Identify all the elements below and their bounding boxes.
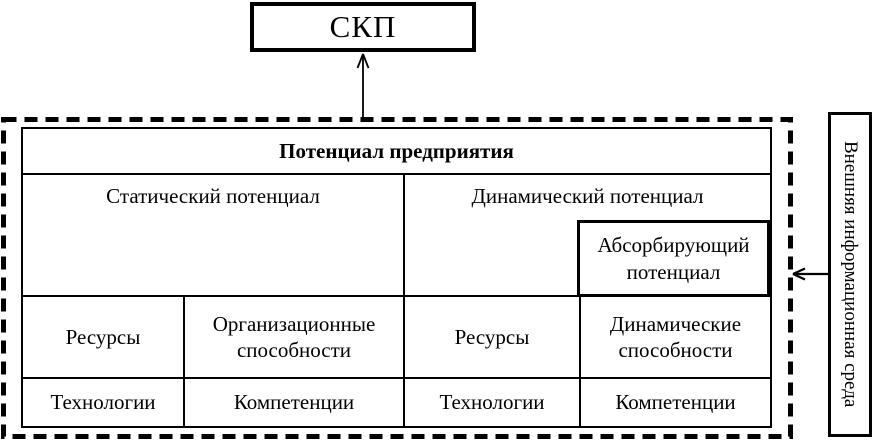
skp-box: СКП <box>250 2 476 52</box>
divider-h-middle <box>23 295 770 297</box>
dynamic-technologies-cell: Технологии <box>439 390 545 415</box>
external-environment-label: Внешняя информационная среда <box>840 141 861 408</box>
up-arrow-icon <box>356 53 370 118</box>
skp-label: СКП <box>329 9 397 44</box>
dashed-frame <box>1 117 793 439</box>
dynamic-potential-label: Динамический потенциал <box>471 184 704 208</box>
dynamic-resources-cell: Ресурсы <box>454 324 530 349</box>
static-technologies-cell: Технологии <box>50 390 156 415</box>
divider-v-center <box>403 173 405 426</box>
dynamic-competencies-cell: Компетенции <box>615 390 736 415</box>
divider-h-bottom <box>23 377 770 379</box>
static-org-capabilities-cell: Организационные способности <box>212 311 376 362</box>
divider-v-left <box>183 295 185 426</box>
static-competencies-cell: Компетенции <box>233 390 355 415</box>
divider-h-header <box>23 173 770 175</box>
potential-table: Потенциал предприятия Статический потенц… <box>21 127 772 428</box>
external-environment-box: Внешняя информационная среда <box>828 112 872 437</box>
absorbing-potential-label: Абсорбирующий потенциал <box>597 233 750 284</box>
absorbing-potential-box: Абсорбирующий потенциал <box>577 220 770 297</box>
table-title: Потенциал предприятия <box>279 138 514 163</box>
left-arrow-icon <box>792 267 828 281</box>
static-resources-cell: Ресурсы <box>65 324 141 349</box>
dynamic-capabilities-cell: Динамические способности <box>609 311 742 362</box>
divider-v-right <box>579 295 581 426</box>
static-potential-label: Статический потенциал <box>106 184 320 208</box>
